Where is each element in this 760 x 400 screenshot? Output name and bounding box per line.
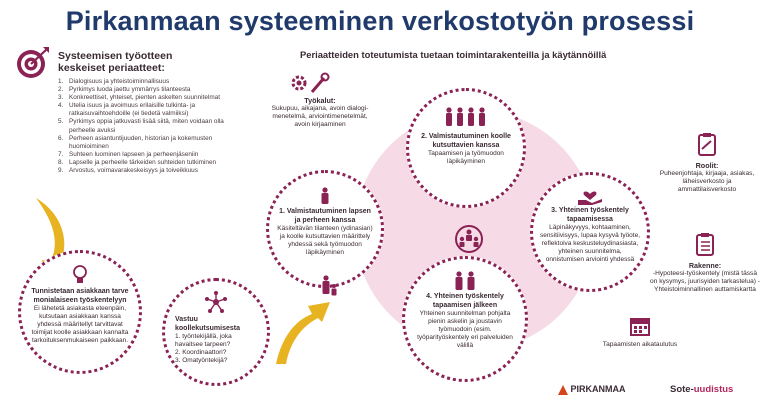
step-4-heading: 4. Yhteinen työskentely tapaamisen jälke… xyxy=(426,293,504,309)
pair-icon xyxy=(455,271,475,290)
coordinator-circle: Vastuu koollekutsumisesta 1. työntekijäl… xyxy=(162,278,270,386)
roles-text: Puheenjohtaja, kirjaaja, asiakas, läheis… xyxy=(659,170,755,193)
step-3-heading: 3. Yhteinen työskentely tapaamisessa xyxy=(551,207,629,223)
principles-list: 1.Dialogisuus ja yhteistoiminnallisuus 2… xyxy=(58,78,248,175)
coordinator-item: 1. työntekijällä, joka havaitsee tarpeen… xyxy=(175,333,232,348)
step-3-circle: 3. Yhteinen työskentely tapaamisessa Läp… xyxy=(530,172,650,292)
parent-child-icon xyxy=(322,275,337,296)
list-item: 3.Konkreettiset, yhteiset, pienten askel… xyxy=(58,94,220,102)
step-1-heading: 1. Valmistautuminen lapsen ja perheen ka… xyxy=(279,208,371,224)
step-1-text: Käsiteltävän tilanteen (ydinasian) ja ko… xyxy=(277,225,373,256)
coordinator-heading: Vastuu koollekutsumisesta xyxy=(175,316,240,332)
roles-heading: Roolit: xyxy=(695,161,719,170)
tools-icon xyxy=(291,72,330,93)
sote-uudistus-logo: Sote-uudistus xyxy=(670,384,734,395)
roles-block: Roolit: Puheenjohtaja, kirjaaja, asiakas… xyxy=(656,132,758,194)
calendar-icon xyxy=(630,318,650,336)
structure-text: -Hypoteesi-työskentely (mistä tässä on k… xyxy=(650,270,760,293)
pirkanmaa-logo: PIRKANMAA xyxy=(558,384,626,395)
coordinator-item: 3. Omatyöntekijä? xyxy=(175,357,228,364)
structure-heading: Rakenne: xyxy=(688,261,722,270)
step-2-text: Tapaamisen ja työmuodon läpikäyminen xyxy=(428,150,504,165)
tools-heading: Työkalut: xyxy=(304,96,336,105)
step-1-circle: 1. Valmistautuminen lapsen ja perheen ka… xyxy=(266,170,384,288)
step-4-text: Yhteinen suunnitelman pohjalta pienin as… xyxy=(417,310,513,349)
calendar-text: Tapaamisten aikataulutus xyxy=(602,341,678,348)
step-4-circle: 4. Yhteinen työskentely tapaamisen jälke… xyxy=(402,256,528,382)
person-icon xyxy=(321,187,329,204)
tools-text: Sukupuu, aikajana, avoin dialogi-menetel… xyxy=(271,105,369,128)
step-2-heading: 2. Valmistautuminen koolle kutsuttavien … xyxy=(421,133,511,149)
group-icon xyxy=(446,107,485,126)
list-item: 4.Utelia isuus ja avoimuus erilaisille t… xyxy=(58,102,196,118)
list-item: 8.Lapselle ja perheelle tärkeiden suhtei… xyxy=(58,158,217,166)
identify-need-text: Ei lähetetä asiakasta eteenpäin, kutsuta… xyxy=(31,305,129,344)
list-item: 6.Perheen asiantuntijuuden, historian ja… xyxy=(58,134,213,150)
calendar-block: Tapaamisten aikataulutus xyxy=(600,316,680,349)
yellow-arrow-icon xyxy=(276,302,330,364)
list-item: 5.Pyrkimys oppia jatkuvasti lisää siitä,… xyxy=(58,118,224,134)
identify-need-heading: Tunnistetaan asiakkaan tarve monialaisee… xyxy=(31,288,129,304)
list-item: 1.Dialogisuus ja yhteistoiminnallisuus xyxy=(58,78,170,85)
list-item: 2.Pyrkimys luoda jaettu ymmärrys tilante… xyxy=(58,86,191,94)
structure-block: Rakenne: -Hypoteesi-työskentely (mistä t… xyxy=(650,232,760,294)
pirkanmaa-logo-icon xyxy=(558,384,568,395)
page-title: Pirkanmaan systeeminen verkostotyön pros… xyxy=(65,6,695,36)
principles-title: Systeemisen työotteen keskeiset periaatt… xyxy=(58,50,173,74)
section-subtitle: Periaatteiden toteutumista tuetaan toimi… xyxy=(300,49,607,60)
network-group-icon xyxy=(455,225,483,253)
step-3-text: Läpinäkyvyys, kohtaaminen, sensitiivisyy… xyxy=(539,224,641,263)
lightbulb-icon xyxy=(73,265,87,283)
checklist-icon xyxy=(696,233,714,256)
network-icon xyxy=(205,291,227,313)
list-item: 9.Arvostus, voimavarakeskeisyys ja toive… xyxy=(58,167,198,175)
tools-block: Työkalut: Sukupuu, aikajana, avoin dialo… xyxy=(270,96,370,129)
coordinator-item: 2. Koordinaattori? xyxy=(175,349,227,356)
identify-need-circle: Tunnistetaan asiakkaan tarve monialaisee… xyxy=(18,250,142,374)
list-item: 7.Suhteen luominen lapseen ja perheenjäs… xyxy=(58,150,199,158)
target-icon xyxy=(17,47,49,78)
heart-hand-icon xyxy=(578,191,602,205)
step-2-circle: 2. Valmistautuminen koolle kutsuttavien … xyxy=(406,88,526,208)
clipboard-icon xyxy=(698,133,716,156)
